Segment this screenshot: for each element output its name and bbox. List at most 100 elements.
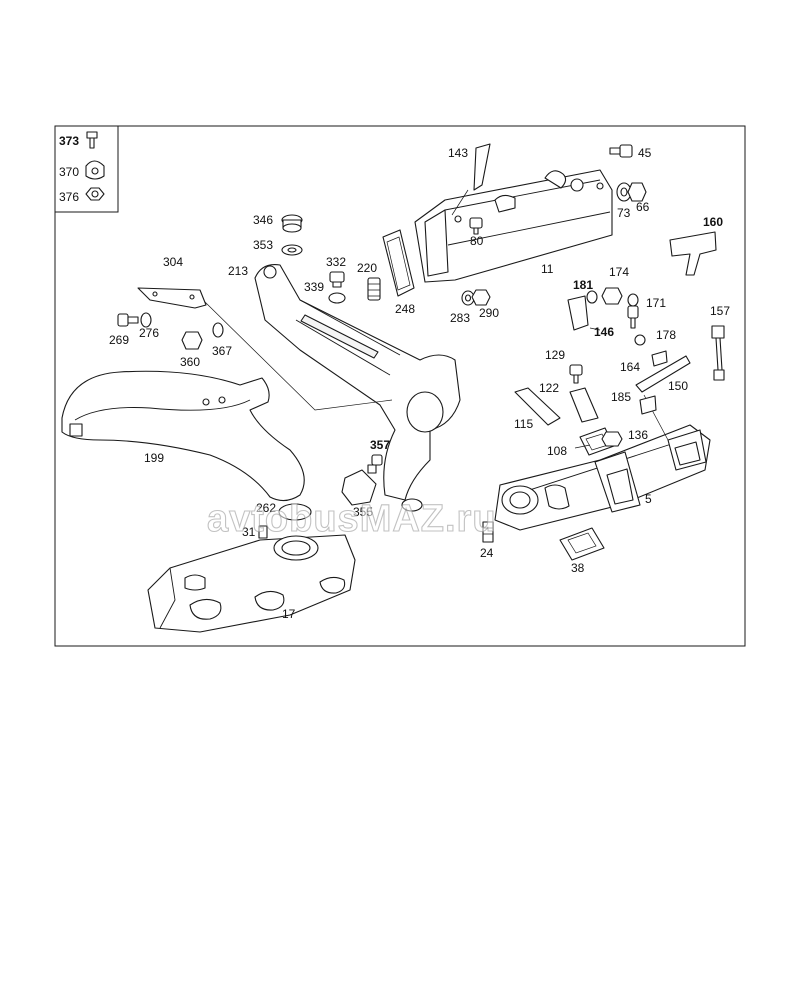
bolt-171 [627, 305, 639, 329]
label-66: 66 [636, 200, 650, 214]
label-290: 290 [479, 306, 499, 320]
washer-178-a [627, 293, 639, 307]
bolt-45 [609, 144, 633, 158]
label-220: 220 [357, 261, 377, 275]
label-115: 115 [514, 417, 533, 431]
label-339: 339 [304, 280, 324, 294]
label-11: 11 [541, 262, 554, 276]
heat-shield-11 [414, 169, 613, 283]
label-248: 248 [395, 302, 415, 316]
plug-346 [281, 214, 303, 233]
plug-332 [329, 271, 345, 288]
label-181: 181 [573, 278, 593, 292]
label-376: 376 [59, 190, 79, 204]
legend-box [54, 125, 119, 213]
exhaust-pipe-213 [254, 263, 461, 512]
washer-283 [461, 290, 475, 306]
label-31: 31 [242, 525, 256, 539]
leader-146 [589, 327, 601, 331]
label-146: 146 [594, 325, 614, 339]
label-108: 108 [547, 444, 567, 458]
bolt-80 [469, 217, 483, 235]
label-17: 17 [282, 607, 296, 621]
label-269: 269 [109, 333, 129, 347]
label-360: 360 [180, 355, 200, 369]
label-213: 213 [228, 264, 248, 278]
label-373: 373 [59, 134, 79, 148]
bolt-269 [117, 313, 139, 327]
washer-73 [616, 182, 632, 202]
bracket-146 [567, 295, 589, 331]
gasket-262 [278, 503, 312, 521]
gasket-38 [559, 527, 605, 561]
label-332: 332 [326, 255, 346, 269]
label-304: 304 [163, 255, 183, 269]
watermark: avtobusMAZ.ru [207, 498, 497, 540]
label-160: 160 [703, 215, 723, 229]
washer-178 [634, 334, 646, 346]
label-355: 355 [353, 505, 373, 519]
bolt-icon [86, 131, 98, 149]
nut-66 [627, 182, 647, 202]
leader-304 [204, 301, 393, 411]
label-45: 45 [638, 146, 652, 160]
washer-181 [586, 290, 598, 304]
label-178: 178 [656, 328, 676, 342]
nut-icon [85, 187, 105, 201]
label-24: 24 [480, 546, 494, 560]
label-185: 185 [611, 390, 631, 404]
label-357: 357 [370, 438, 390, 452]
bracket-160 [669, 231, 717, 276]
label-346: 346 [253, 213, 273, 227]
washer-339 [328, 292, 346, 304]
part-labels: 373 370 376 143 45 73 66 80 11 346 353 3… [59, 134, 730, 621]
label-199: 199 [144, 451, 164, 465]
exhaust-manifold-17 [147, 534, 356, 633]
bracket-157 [711, 325, 725, 381]
washer-367 [212, 322, 224, 338]
stud-31 [258, 525, 268, 539]
nut-360 [181, 331, 203, 350]
label-157: 157 [710, 304, 730, 318]
label-38: 38 [571, 561, 585, 575]
clip-185 [639, 395, 657, 415]
bracket-143 [451, 143, 491, 216]
label-171: 171 [646, 296, 666, 310]
gasket-248 [382, 229, 415, 297]
label-174: 174 [609, 265, 629, 279]
exhaust-manifold-5 [494, 424, 711, 531]
bolt-357 [367, 454, 383, 474]
bolt-174 [601, 287, 623, 305]
label-80: 80 [470, 234, 484, 248]
clip-164 [651, 350, 668, 367]
leader-108 [574, 444, 591, 449]
label-367: 367 [212, 344, 232, 358]
label-353: 353 [253, 238, 273, 252]
bracket-115 [514, 387, 561, 426]
label-370: 370 [59, 165, 79, 179]
label-5: 5 [645, 492, 652, 506]
label-136: 136 [628, 428, 648, 442]
label-283: 283 [450, 311, 470, 325]
label-150: 150 [668, 379, 688, 393]
diagram-frame [54, 125, 746, 647]
clamp-icon [85, 160, 105, 180]
washer-276 [140, 312, 152, 328]
label-262: 262 [256, 501, 276, 515]
label-164: 164 [620, 360, 640, 374]
label-276: 276 [139, 326, 159, 340]
label-129: 129 [545, 348, 565, 362]
label-122: 122 [539, 381, 559, 395]
bracket-122 [569, 387, 599, 423]
intake-duct-199 [61, 370, 305, 502]
washer-353 [281, 244, 303, 256]
bracket-304 [137, 287, 207, 309]
nut-290 [471, 289, 491, 306]
stud-220 [367, 277, 381, 301]
bolt-129 [569, 364, 583, 384]
cover-plate-355 [341, 469, 377, 506]
bolt-136 [601, 431, 623, 447]
label-143: 143 [448, 146, 468, 160]
label-73: 73 [617, 206, 631, 220]
